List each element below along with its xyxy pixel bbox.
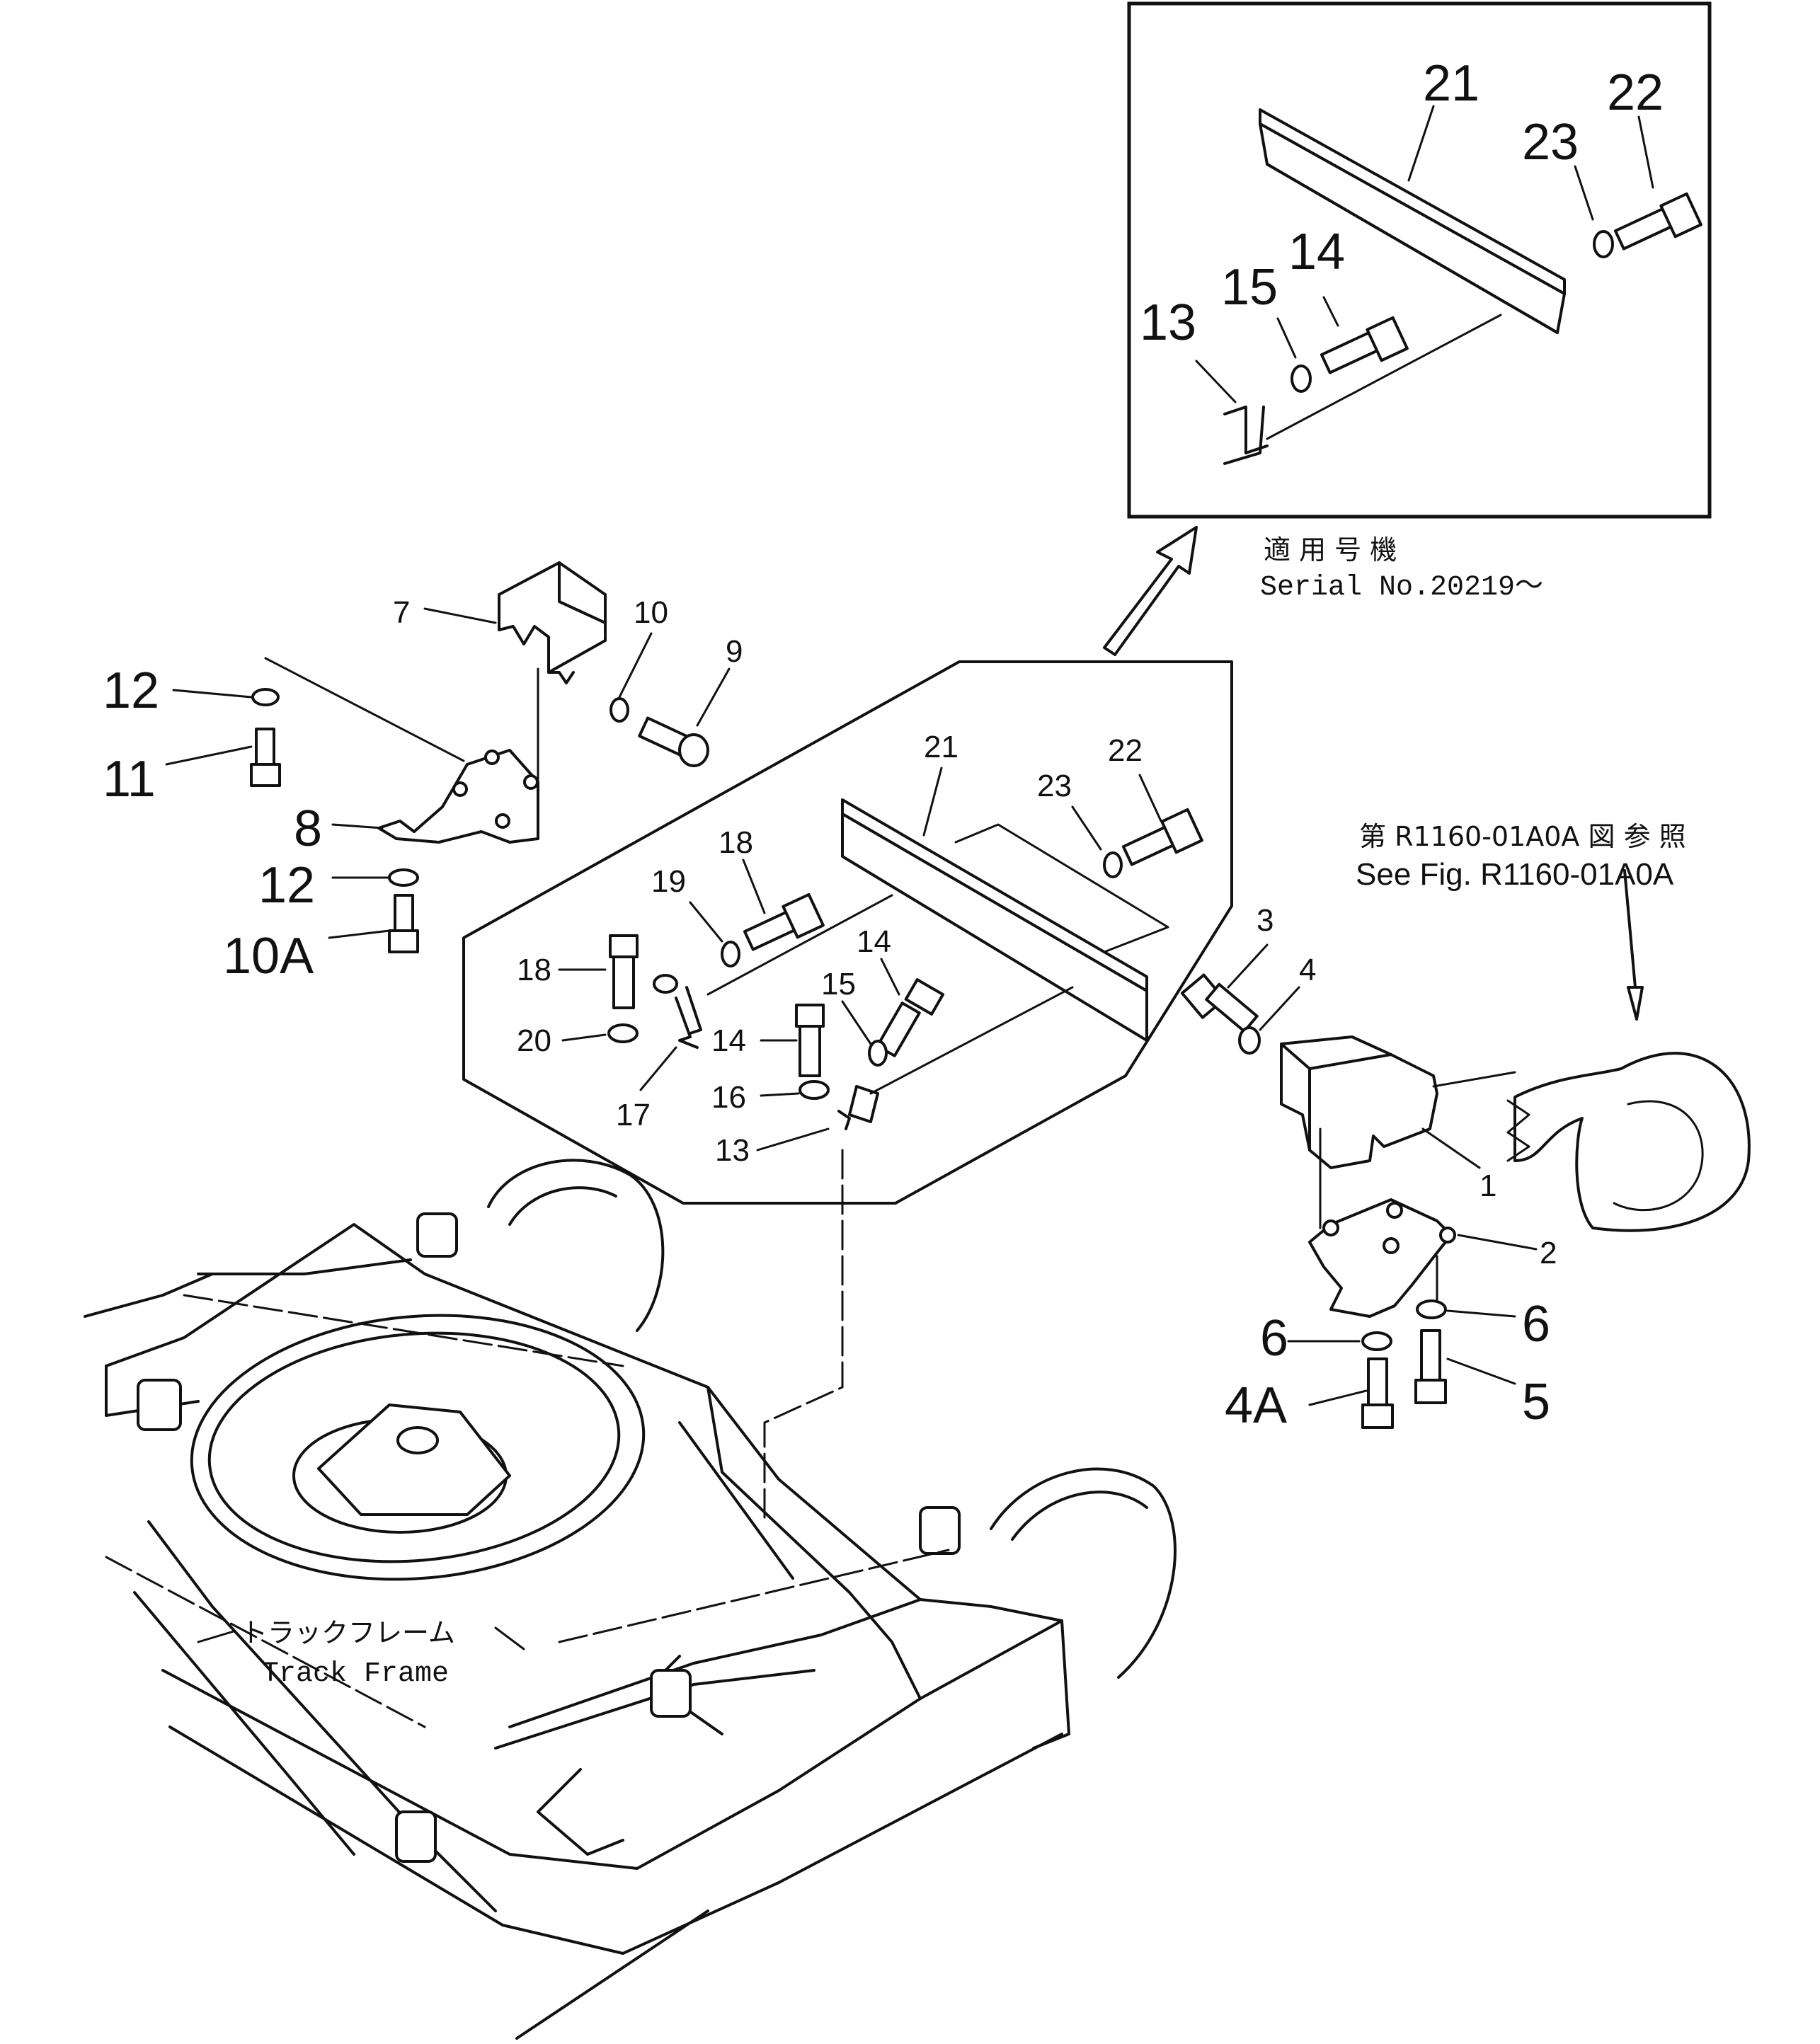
label-18b: 18 — [517, 953, 551, 987]
detail-callout: 21 22 23 18 19 18 20 17 14 15 14 16 13 — [462, 660, 1233, 1205]
label-5: 5 — [1522, 1374, 1550, 1430]
serial-note-jp: 適 用 号 機 — [1264, 534, 1397, 565]
bolt-9 — [638, 716, 709, 767]
label-18a: 18 — [719, 825, 753, 860]
label-14b: 14 — [857, 924, 891, 959]
detail-bolt-18a — [743, 892, 825, 951]
bolt-4a — [1361, 1357, 1394, 1429]
inset-label-21: 21 — [1423, 55, 1480, 112]
label-6a: 6 — [1522, 1296, 1550, 1353]
inset-washer-15 — [1290, 364, 1312, 393]
inset-bracket — [1223, 314, 1502, 465]
washer-6a — [1416, 1299, 1447, 1319]
inset-label-22: 22 — [1607, 64, 1664, 121]
bolt-11 — [250, 728, 281, 787]
washer-10 — [609, 697, 629, 723]
right-bracket-assembly: 3 4 1 2 6 5 6 4A — [1180, 903, 1557, 1434]
label-9: 9 — [726, 634, 743, 669]
frame-pad — [137, 1212, 961, 1863]
serial-note-en: Serial No.20219～ — [1260, 572, 1543, 604]
label-8: 8 — [294, 800, 322, 857]
reference-note-en: See Fig. R1160-01A0A — [1356, 857, 1674, 892]
detail-bolt-18b — [609, 934, 639, 1009]
label-15: 15 — [821, 967, 856, 1001]
bolt-5 — [1414, 1329, 1447, 1404]
reference-note-jp: 第 R1160-01A0A 図 参 照 — [1359, 821, 1686, 852]
detail-washer-19 — [721, 941, 740, 968]
label-17: 17 — [616, 1098, 651, 1132]
inset-bolt-14 — [1320, 316, 1409, 374]
label-11: 11 — [103, 751, 156, 808]
label-4a: 4A — [1225, 1377, 1287, 1434]
track-frame: トラックフレーム Track Frame — [84, 1159, 1177, 2040]
washer-4 — [1238, 1026, 1261, 1055]
label-13: 13 — [715, 1133, 750, 1168]
label-21: 21 — [924, 730, 958, 764]
inset-label-14: 14 — [1288, 224, 1345, 280]
track-frame-label-en: Track Frame — [262, 1658, 449, 1690]
inset-washer-23 — [1593, 230, 1614, 258]
label-19: 19 — [651, 864, 686, 899]
label-2: 2 — [1540, 1236, 1557, 1270]
label-20: 20 — [517, 1023, 551, 1058]
detail-bolt-14b — [876, 978, 945, 1057]
inset-arrow — [1103, 526, 1198, 656]
detail-bracket-13 — [837, 1085, 879, 1130]
label-22: 22 — [1108, 733, 1143, 768]
detail-washer-15 — [868, 1040, 888, 1067]
left-bracket-assembly: 7 10 9 12 11 8 12 10A — [103, 561, 743, 984]
label-10a: 10A — [223, 928, 314, 984]
inset-label-15: 15 — [1221, 259, 1278, 316]
detail-washer-20 — [607, 1023, 639, 1043]
track-frame-label-jp: トラックフレーム — [241, 1617, 455, 1648]
inset-label-23: 23 — [1522, 114, 1579, 171]
label-6b: 6 — [1260, 1310, 1288, 1367]
label-1: 1 — [1480, 1169, 1496, 1203]
washer-12b — [388, 868, 419, 887]
inset-box: 21 22 23 14 15 13 — [1127, 1, 1712, 519]
detail-washer-23 — [1103, 851, 1123, 878]
detail-bolt-22 — [1121, 808, 1203, 866]
inset-label-13: 13 — [1140, 294, 1196, 351]
inset-beam — [1259, 108, 1566, 334]
label-12b: 12 — [258, 857, 315, 914]
bolt-10a — [388, 894, 419, 953]
detail-bolt-14a — [795, 1004, 825, 1077]
label-12a: 12 — [103, 662, 159, 719]
label-4: 4 — [1299, 953, 1316, 987]
label-23: 23 — [1037, 769, 1072, 803]
washer-6b — [1361, 1331, 1392, 1351]
label-10: 10 — [634, 595, 668, 630]
callout-leader — [763, 1149, 844, 1523]
bolt-3 — [1180, 973, 1259, 1033]
label-7: 7 — [393, 595, 410, 630]
detail-beam — [841, 798, 1169, 1042]
sprocket-reference: 第 R1160-01A0A 図 参 照 See Fig. R1160-01A0A — [1356, 821, 1751, 1232]
detail-bracket-17 — [675, 986, 702, 1049]
washer-12a — [251, 688, 280, 706]
label-14a: 14 — [711, 1023, 746, 1058]
label-3: 3 — [1257, 903, 1274, 938]
label-16: 16 — [711, 1080, 746, 1115]
detail-washer-16 — [799, 1080, 830, 1100]
inset-bolt-22 — [1613, 192, 1702, 251]
